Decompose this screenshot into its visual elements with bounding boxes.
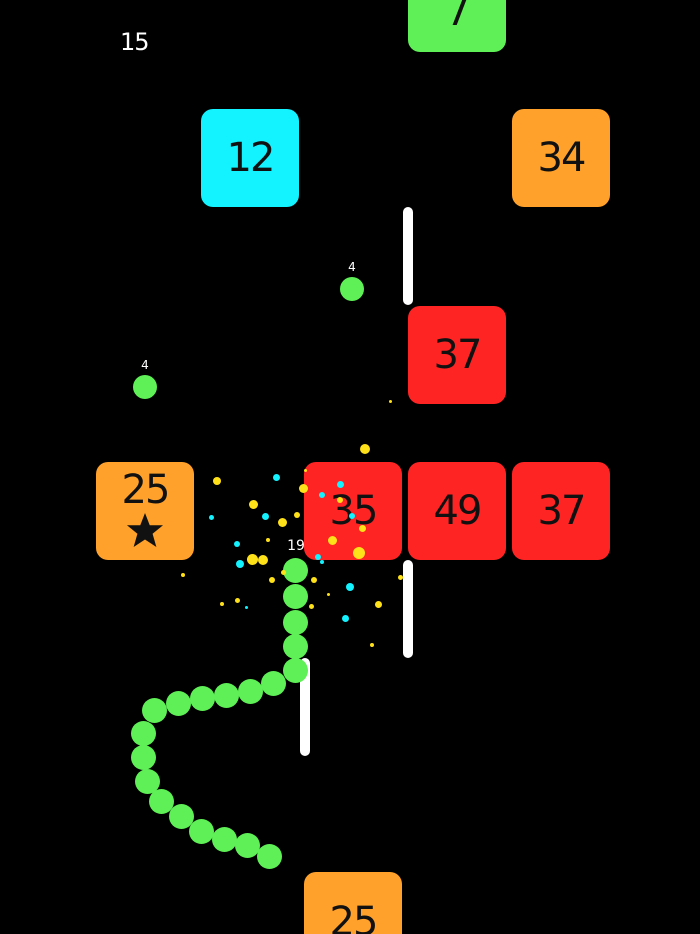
snake-segment	[282, 657, 308, 683]
block-value: 25	[329, 899, 379, 934]
particle	[358, 524, 366, 532]
particle	[258, 555, 268, 565]
snake-segment	[260, 670, 286, 696]
pickup-value: 4	[348, 260, 356, 274]
particle	[266, 538, 270, 542]
particle	[236, 560, 244, 568]
snake-segment	[141, 697, 167, 723]
particle	[208, 514, 214, 520]
particle	[374, 600, 382, 608]
particle	[388, 399, 392, 403]
block-value: 34	[537, 135, 587, 181]
block-value: 49	[433, 488, 483, 534]
particle	[315, 554, 321, 560]
block[interactable]: 34	[512, 109, 610, 207]
snake-segment	[130, 720, 156, 746]
snake-segment	[189, 685, 215, 711]
snake-segment	[282, 609, 308, 635]
snake-segment	[168, 803, 194, 829]
snake-segment	[282, 557, 308, 583]
particle	[303, 468, 307, 472]
particle	[360, 444, 370, 454]
snake-segment	[165, 690, 191, 716]
block[interactable]: 37	[408, 306, 506, 404]
snake-segment	[148, 788, 174, 814]
particle	[397, 574, 403, 580]
particle	[353, 547, 365, 559]
wall	[403, 560, 413, 658]
block-value: 7	[445, 0, 470, 35]
block[interactable]: 25	[304, 872, 402, 934]
block[interactable]: 37	[512, 462, 610, 560]
particle	[319, 492, 325, 498]
particle	[298, 483, 308, 493]
particle	[311, 577, 317, 583]
particle	[280, 569, 286, 575]
particle	[181, 573, 185, 577]
particle	[234, 541, 240, 547]
particle	[269, 577, 275, 583]
snake-segment	[130, 744, 156, 770]
pickup-ball[interactable]	[133, 375, 157, 399]
particle	[277, 517, 287, 527]
snake-segment	[234, 832, 260, 858]
particle	[346, 583, 354, 591]
particle	[294, 512, 300, 518]
particle	[370, 643, 374, 647]
particle	[320, 560, 324, 564]
particle	[327, 535, 337, 545]
snake-segment	[211, 826, 237, 852]
block-value: 25	[121, 467, 171, 513]
particle	[337, 497, 343, 503]
block-value: 12	[226, 135, 276, 181]
particle	[349, 513, 355, 519]
block-value: 37	[433, 332, 483, 378]
snake-segment	[282, 633, 308, 659]
particle	[213, 477, 221, 485]
particle	[326, 592, 330, 596]
block[interactable]: 35	[304, 462, 402, 560]
particle	[336, 480, 344, 488]
star-icon	[127, 512, 163, 548]
snake-segment	[282, 583, 308, 609]
wall	[403, 207, 413, 305]
snake-segment	[237, 678, 263, 704]
particle	[261, 512, 269, 520]
pickup-value: 4	[141, 358, 149, 372]
snake-segment	[213, 682, 239, 708]
particle	[220, 602, 224, 606]
particle	[341, 614, 349, 622]
snake-segment	[256, 843, 282, 869]
block[interactable]: 12	[201, 109, 299, 207]
pickup-ball[interactable]	[340, 277, 364, 301]
wall	[300, 658, 310, 756]
block-value: 35	[329, 488, 379, 534]
particle	[246, 553, 258, 565]
block-with-star[interactable]: 25	[96, 462, 194, 560]
particle	[234, 597, 240, 603]
snake-length: 19	[287, 538, 305, 554]
block[interactable]: 49	[408, 462, 506, 560]
snake-segment	[188, 818, 214, 844]
particle	[308, 603, 314, 609]
particle	[244, 605, 248, 609]
particle	[272, 473, 280, 481]
block-value: 37	[537, 488, 587, 534]
block[interactable]: 7	[408, 0, 506, 52]
particle	[248, 499, 258, 509]
score-display: 15	[120, 28, 150, 56]
